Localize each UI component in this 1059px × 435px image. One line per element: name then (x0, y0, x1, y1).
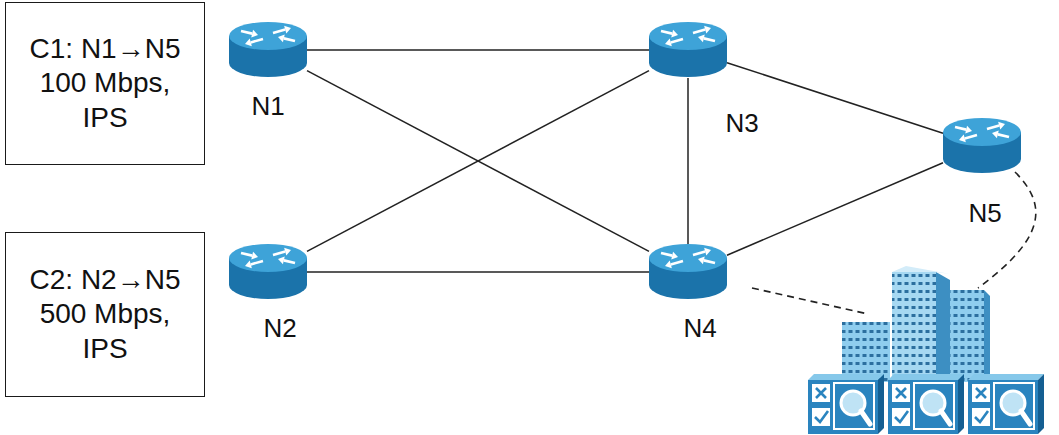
router-arrow-head (278, 256, 285, 264)
router-arrow-head (245, 39, 252, 47)
ips-appliance (968, 374, 1044, 434)
router-icon (649, 22, 727, 78)
router-arrow (671, 39, 683, 42)
constraint-box: C1: N1→N5 100 Mbps, IPS (5, 2, 205, 165)
router-arrow (241, 31, 252, 34)
router-node: N1 (229, 22, 307, 78)
router-arrow (998, 134, 1009, 137)
constraint-text: C1: N1→N5 100 Mbps, IPS (25, 32, 185, 134)
router-label: N2 (263, 313, 296, 344)
network-link (727, 163, 943, 256)
router-arrow-head (698, 256, 705, 264)
router-arrow-head (704, 26, 711, 34)
router-node: N2 (229, 244, 307, 300)
buildings (842, 266, 990, 382)
router-arrow (251, 39, 263, 42)
router-icon (229, 244, 307, 300)
building-roof (892, 266, 950, 274)
router-arrow (955, 127, 966, 130)
router-top (229, 22, 307, 50)
router-arrow (273, 252, 285, 255)
router-arrow-head (284, 248, 291, 256)
router-arrow-head (251, 30, 258, 38)
constraint-box: C2: N2→N5 500 Mbps, IPS (5, 232, 205, 397)
router-arrow (273, 30, 285, 33)
building-front (842, 322, 890, 382)
router-label: N3 (725, 108, 758, 139)
ips-appliance (808, 374, 884, 434)
router-label: N5 (968, 198, 1001, 229)
router-arrow (704, 260, 715, 263)
router-arrow (987, 126, 999, 129)
router-arrow-head (998, 122, 1005, 130)
router-arrow-head (245, 261, 252, 269)
router-arrow (241, 253, 252, 256)
router-arrow (661, 31, 672, 34)
dashed-link (752, 288, 868, 314)
constraint-text: C2: N2→N5 500 Mbps, IPS (25, 263, 185, 365)
router-top (943, 118, 1021, 146)
network-link (307, 71, 649, 252)
router-arrow (284, 38, 295, 41)
network-link (727, 63, 943, 134)
building-side (936, 272, 950, 382)
router-arrow-head (284, 26, 291, 34)
router-arrow-head (665, 39, 672, 47)
network-link (307, 49, 649, 51)
router-arrow (284, 260, 295, 263)
network-link (307, 271, 649, 273)
router-icon (229, 22, 307, 78)
building-side (984, 290, 990, 382)
router-icon (943, 118, 1021, 174)
ips-appliance (888, 374, 964, 434)
router-arrow (671, 261, 683, 264)
router-node: N3 (649, 22, 727, 78)
router-label: N4 (683, 313, 716, 344)
router-arrow-head (992, 130, 999, 138)
router-arrow (965, 135, 977, 138)
router-icon (649, 244, 727, 300)
building-windows (892, 272, 936, 382)
building-windows (950, 290, 984, 382)
network-link (307, 71, 649, 252)
dashed-link (978, 172, 1036, 288)
router-arrow (704, 38, 715, 41)
building-front (892, 272, 936, 382)
router-top (649, 22, 727, 50)
router-arrow-head (665, 261, 672, 269)
network-link (687, 78, 689, 244)
router-arrow-head (704, 248, 711, 256)
router-arrow (693, 252, 705, 255)
router-arrow (693, 30, 705, 33)
router-arrow-head (251, 252, 258, 260)
router-arrow (251, 261, 263, 264)
router-node: N5 (943, 118, 1021, 174)
router-top (649, 244, 727, 272)
router-arrow-head (278, 34, 285, 42)
router-arrow-head (671, 30, 678, 38)
router-node: N4 (649, 244, 727, 300)
router-arrow-head (965, 126, 972, 134)
router-arrow-head (959, 135, 966, 143)
router-top (229, 244, 307, 272)
router-label: N1 (251, 91, 284, 122)
router-arrow-head (698, 34, 705, 42)
building-windows (842, 322, 890, 382)
router-arrow (661, 253, 672, 256)
building-front (950, 290, 984, 382)
router-arrow-head (671, 252, 678, 260)
